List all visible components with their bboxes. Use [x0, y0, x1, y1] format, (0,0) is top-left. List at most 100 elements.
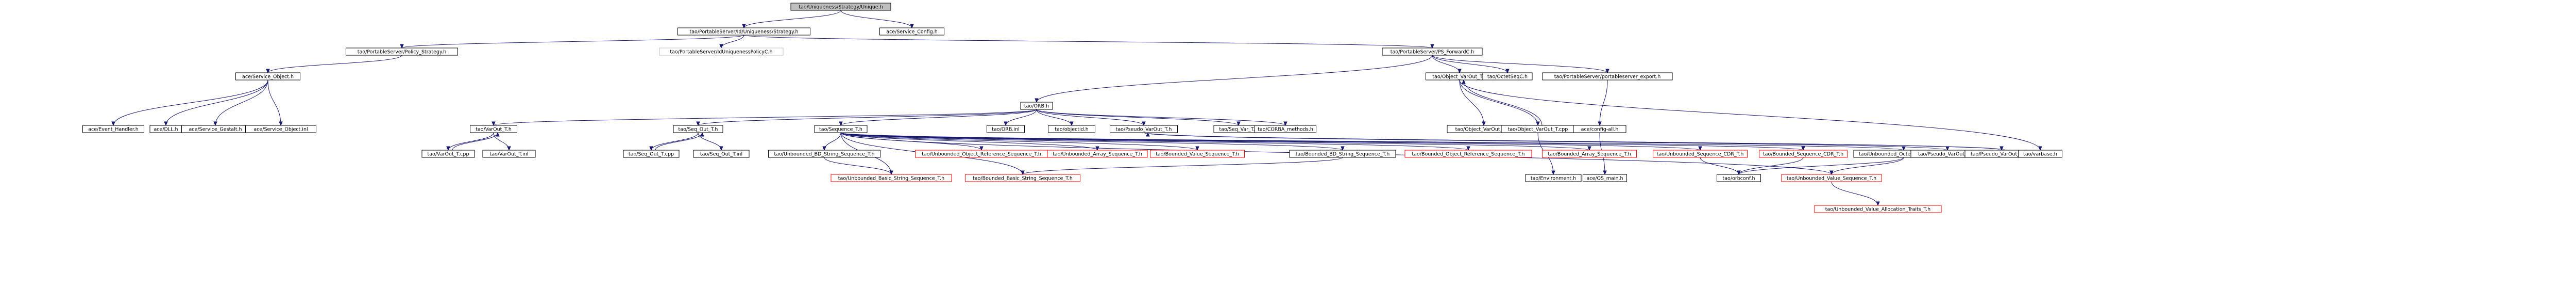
- edge-line: [493, 109, 1037, 126]
- arrow-head: [2038, 146, 2042, 151]
- graph-node-sequence-t[interactable]: tao/Sequence_T.h: [814, 125, 868, 133]
- arrow-head: [822, 146, 826, 151]
- node-box: [82, 125, 144, 133]
- graph-edge: [1737, 157, 1904, 175]
- graph-node-corba-methods[interactable]: tao/CORBA_methods.h: [1255, 125, 1316, 133]
- graph-node-environment[interactable]: tao/Environment.h: [1525, 174, 1582, 182]
- graph-node-os-main[interactable]: ace/OS_main.h: [1583, 174, 1627, 182]
- arrow-head: [649, 146, 653, 151]
- node-box: [470, 125, 517, 133]
- graph-node-ps-unique[interactable]: tao/PortableServer/Id/Uniqueness/Strateg…: [677, 27, 810, 36]
- edge-line: [1599, 79, 1608, 126]
- graph-node-orbconf[interactable]: tao/orbconf.h: [1717, 174, 1761, 182]
- node-box: [421, 150, 475, 158]
- node-box: [1653, 150, 1748, 158]
- edge-line: [267, 79, 281, 126]
- edge-line: [401, 35, 744, 49]
- graph-node-ubd-value-alloc[interactable]: tao/Unbounded_Value_Allocation_Traits_T.…: [1814, 205, 1942, 213]
- graph-node-ubd-cdr[interactable]: tao/Unbounded_Sequence_CDR_T.h: [1653, 150, 1748, 158]
- arrow-head: [1466, 146, 1470, 151]
- graph-node-ubd-value[interactable]: tao/Unbounded_Value_Sequence_T.h: [1781, 174, 1882, 182]
- node-box: [1020, 102, 1053, 110]
- node-label: tao/CORBA_methods.h: [1258, 127, 1313, 133]
- node-box: [1717, 174, 1761, 182]
- graph-node-ubd-array[interactable]: tao/Unbounded_Array_Sequence_T.h: [1047, 150, 1148, 158]
- graph-node-svc-object-inl[interactable]: ace/Service_Object.inl: [245, 125, 316, 133]
- graph-node-objectid[interactable]: tao/objectid.h: [1048, 125, 1095, 133]
- graph-edge: [452, 132, 500, 151]
- node-box: [1289, 150, 1396, 158]
- arrow-head: [1458, 69, 1462, 74]
- arrow-head: [1999, 146, 2004, 151]
- edge-line: [452, 132, 498, 151]
- node-label: tao/Unbounded_Object_Reference_Sequence_…: [922, 152, 1041, 157]
- arrow-head: [1505, 69, 1510, 74]
- graph-node-bd-bd-string[interactable]: tao/Bounded_BD_String_Sequence_T.h: [1289, 150, 1396, 158]
- arrow-head: [1341, 146, 1345, 151]
- node-box: [1542, 72, 1673, 81]
- graph-node-pseudo-varout[interactable]: tao/Pseudo_VarOut_T.h: [1110, 125, 1178, 133]
- graph-node-event-handler[interactable]: ace/Event_Handler.h: [82, 125, 144, 133]
- graph-edge: [1036, 109, 1146, 126]
- graph-node-ubd-bd-string[interactable]: tao/Unbounded_BD_String_Sequence_T.h: [768, 150, 880, 158]
- graph-node-orb-inl[interactable]: tao/ORB.inl: [987, 125, 1025, 133]
- graph-node-root: tao/Uniqueness/Strategy/Unique.h: [790, 3, 891, 11]
- graph-edge: [1459, 79, 1540, 126]
- graph-node-bd-array[interactable]: tao/Bounded_Array_Sequence_T.h: [1542, 150, 1637, 158]
- graph-edge: [742, 10, 841, 29]
- arrow-head: [979, 146, 984, 151]
- graph-node-seq-out-cpp[interactable]: tao/Seq_Out_T.cpp: [623, 150, 680, 158]
- edge-line: [743, 35, 1433, 49]
- graph-node-object-varout-cpp[interactable]: tao/Object_VarOut_T.cpp: [1501, 125, 1575, 133]
- graph-node-varout-inl[interactable]: tao/VarOut_T.inl: [482, 150, 536, 158]
- edge-line: [651, 132, 699, 151]
- arrow-head: [1021, 170, 1025, 175]
- node-label: ace/Service_Config.h: [886, 29, 937, 35]
- graph-edge: [1829, 157, 1904, 175]
- graph-node-bd-objref[interactable]: tao/Bounded_Object_Reference_Sequence_T.…: [1404, 150, 1532, 158]
- edge-line: [1147, 132, 2006, 151]
- node-label: tao/Pseudo_VarOut_T.inl: [1918, 152, 1977, 157]
- graph-node-varbase[interactable]: tao/varbase.h: [2018, 150, 2062, 158]
- graph-node-seq-out[interactable]: tao/Seq_Out_T.h: [673, 125, 723, 133]
- graph-edge: [1004, 109, 1037, 126]
- graph-node-ps-export[interactable]: tao/PortableServer/portableserver_export…: [1542, 72, 1673, 81]
- edge-line: [840, 132, 1098, 151]
- graph-node-bd-cdr[interactable]: tao/Bounded_Sequence_CDR_T.h: [1759, 150, 1848, 158]
- graph-edge: [743, 35, 1434, 49]
- graph-node-svc-object[interactable]: ace/Service_Object.h: [235, 72, 300, 81]
- graph-node-octetseqc[interactable]: tao/OctetSeqC.h: [1482, 72, 1533, 81]
- arrow-head: [164, 121, 168, 126]
- graph-node-config-all[interactable]: ace/config-all.h: [1573, 125, 1626, 133]
- graph-node-varout[interactable]: tao/VarOut_T.h: [470, 125, 517, 133]
- arrow-head: [1551, 170, 1555, 175]
- node-box: [1382, 47, 1483, 56]
- graph-node-varout-cpp[interactable]: tao/VarOut_T.cpp: [421, 150, 475, 158]
- node-label: ace/Service_Object.inl: [253, 127, 308, 133]
- graph-node-svc-gestalt[interactable]: ace/Service_Gestalt.h: [181, 125, 249, 133]
- arrow-head: [1146, 132, 1150, 137]
- graph-edge: [266, 55, 402, 74]
- graph-node-orb[interactable]: tao/ORB.h: [1020, 102, 1053, 110]
- node-label: tao/Unbounded_Value_Sequence_T.h: [1787, 176, 1876, 182]
- edge-line: [1036, 109, 1286, 126]
- node-box: [1404, 150, 1532, 158]
- graph-node-ubd-objref[interactable]: tao/Unbounded_Object_Reference_Sequence_…: [915, 150, 1048, 158]
- graph-node-object-varout[interactable]: tao/Object_VarOut_T.h: [1426, 72, 1494, 81]
- node-label: tao/ORB.h: [1024, 104, 1049, 109]
- graph-node-uniq-policyc[interactable]: tao/PortableServer/IdUniquenessPolicyC.h: [659, 47, 784, 56]
- node-label: tao/Bounded_Value_Sequence_T.h: [1156, 152, 1239, 157]
- graph-node-dll[interactable]: ace/DLL.h: [149, 125, 182, 133]
- edge-line: [840, 132, 1198, 151]
- graph-node-svc-config[interactable]: ace/Service_Config.h: [879, 27, 944, 36]
- edge-line: [165, 79, 268, 126]
- graph-node-ps-forward[interactable]: tao/PortableServer/PS_ForwardC.h: [1382, 47, 1483, 56]
- graph-node-policy-strategy[interactable]: tao/PortableServer/Policy_Strategy.h: [346, 47, 458, 56]
- graph-node-ubd-basic-string[interactable]: tao/Unbounded_Basic_String_Sequence_T.h: [831, 174, 952, 182]
- graph-node-bd-basic-string[interactable]: tao/Bounded_Basic_String_Sequence_T.h: [965, 174, 1080, 182]
- graph-node-bd-value[interactable]: tao/Bounded_Value_Sequence_T.h: [1150, 150, 1245, 158]
- edge-line: [267, 55, 402, 73]
- graph-edge: [1700, 157, 1741, 175]
- graph-node-seq-out-inl[interactable]: tao/Seq_Out_T.inl: [693, 150, 750, 158]
- arrow-head: [889, 170, 893, 175]
